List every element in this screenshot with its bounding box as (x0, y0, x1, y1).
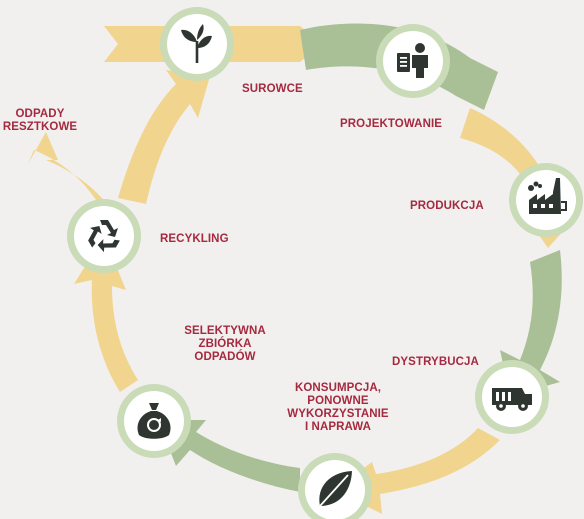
stage-node-distribution (475, 360, 549, 434)
truck-icon (492, 388, 532, 411)
arrow-consumption (334, 428, 500, 514)
arrow-distribution (500, 250, 562, 396)
label-production: PRODUKCJA (410, 200, 484, 212)
sprout-icon (181, 24, 212, 63)
label-raw-materials: SUROWCE (242, 83, 303, 95)
label-residual-waste: ODPADY RESZTKOWE (2, 108, 78, 133)
stage-node-collection (117, 384, 191, 458)
cycle-arrows (28, 23, 580, 514)
stage-node-recycling (67, 199, 141, 273)
label-design: PROJEKTOWANIE (340, 118, 443, 130)
factory-icon (528, 178, 567, 214)
arrow-residual-waste (28, 132, 110, 208)
recycle-icon (88, 220, 120, 253)
stage-nodes (67, 7, 583, 519)
label-recycling: RECYKLING (160, 233, 229, 245)
arrow-return (118, 70, 210, 204)
stage-node-raw-materials (160, 7, 234, 81)
arrow-collection (158, 420, 300, 492)
label-consumption: KONSUMPCJA, PONOWNE WYKORZYSTANIE I NAPR… (287, 382, 389, 433)
designer-icon (397, 43, 428, 78)
label-distribution: DYSTRYBUCJA (392, 356, 479, 368)
label-collection: SELEKTYWNA ZBIÓRKA ODPADÓW (184, 325, 266, 363)
stage-node-consumption (298, 453, 372, 519)
stage-node-design (376, 24, 450, 98)
leaf-icon (319, 471, 352, 507)
arrow-recycling (74, 236, 138, 392)
stage-node-production (509, 163, 583, 237)
waste-bag-icon (137, 403, 171, 439)
